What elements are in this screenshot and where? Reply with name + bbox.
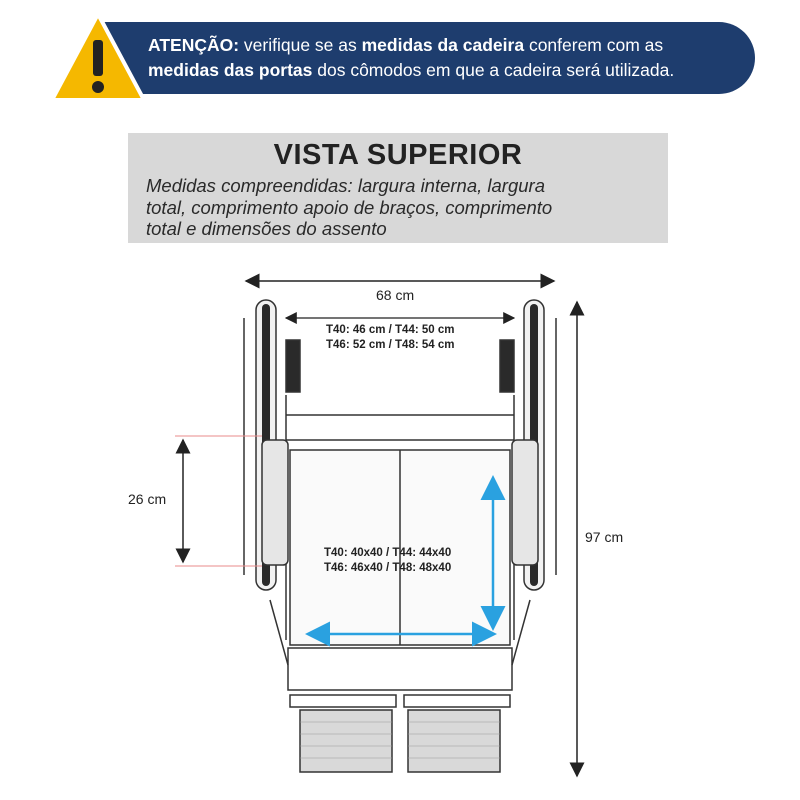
total-length-label: 97 cm [585,529,624,545]
warning-text: ATENÇÃO: verifique se as medidas da cade… [148,33,748,83]
internal-width-line1: T40: 46 cm / T44: 50 cm [326,324,455,336]
info-panel: VISTA SUPERIOR Medidas compreendidas: la… [128,133,668,243]
panel-description: Medidas compreendidas: largura interna, … [146,175,656,240]
left-armrest [261,439,289,566]
total-width-label: 68 cm [376,287,415,303]
warning-triangle-icon [50,12,146,102]
panel-title: VISTA SUPERIOR [273,139,523,171]
warning-emphasis-chair: medidas da cadeira [361,35,525,55]
warning-text-part: verifique se as [239,35,362,55]
warning-emphasis-doors: medidas das portas [148,60,313,80]
right-handle [499,339,515,393]
warning-text-part: dos cômodos em que a cadeira será utiliz… [312,60,675,80]
internal-width-label: T40: 46 cm / T44: 50 cm T46: 52 cm / T48… [326,323,454,353]
warning-text-part: conferem com as [524,35,664,55]
wheelchair-outline [243,299,557,773]
description-line: total e dimensões do assento [146,218,387,239]
right-armrest [511,439,539,566]
seat-dimensions-line2: T46: 46x40 / T48: 48x40 [324,562,452,574]
warning-label: ATENÇÃO: [148,35,240,55]
armrest-length-label: 26 cm [128,491,167,507]
internal-width-line2: T46: 52 cm / T48: 54 cm [326,339,455,351]
description-line: total, comprimento apoio de braços, comp… [146,196,553,218]
description-line: Medidas compreendidas: largura interna, … [146,175,545,196]
left-footrest [299,709,393,773]
right-footrest [407,709,501,773]
warning-banner [100,22,755,94]
seat-dimensions-line1: T40: 40x40 / T44: 44x40 [324,547,452,559]
left-handle [285,339,301,393]
seat-dimensions-label: T40: 40x40 / T44: 44x40 T46: 46x40 / T48… [324,546,451,576]
